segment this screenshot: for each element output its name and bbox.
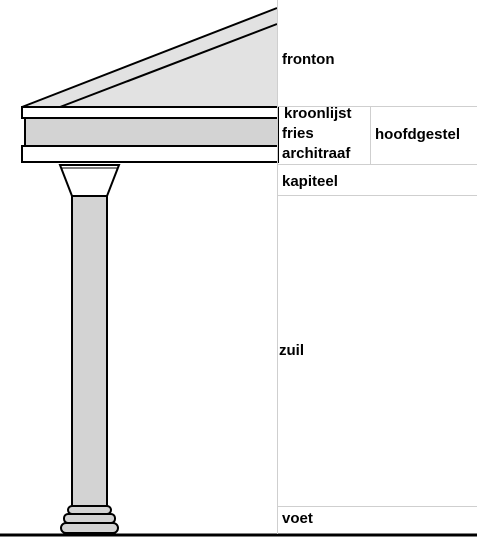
label-kroonlijst: kroonlijst [284,105,352,122]
pediment-outer-slope [21,7,278,108]
label-fries: fries [282,125,314,142]
label-column-divider [277,0,278,534]
base-middle-ring [63,513,116,524]
label-hoofdgestel: hoofdgestel [375,126,460,143]
label-kapiteel: kapiteel [282,173,338,190]
base-top-ring [67,505,112,515]
label-zuil: zuil [279,342,304,359]
base-bottom-ring [60,522,119,534]
grid-line-entablature-top [278,106,477,107]
label-voet: voet [282,510,313,527]
grid-line-capital-bottom [278,195,477,196]
capital-shape [58,164,121,197]
label-architraaf: architraaf [282,145,351,162]
column-shaft-shape [71,195,108,507]
grid-line-base-top [278,506,477,507]
pediment-inner-slope [59,23,278,108]
architrave-shape [21,145,279,163]
frieze-shape [24,117,279,147]
label-fronton: fronton [282,51,335,68]
grid-line-entablature-bottom [278,164,477,165]
entablature-group-divider [370,106,371,164]
cornice-shape [21,106,279,119]
